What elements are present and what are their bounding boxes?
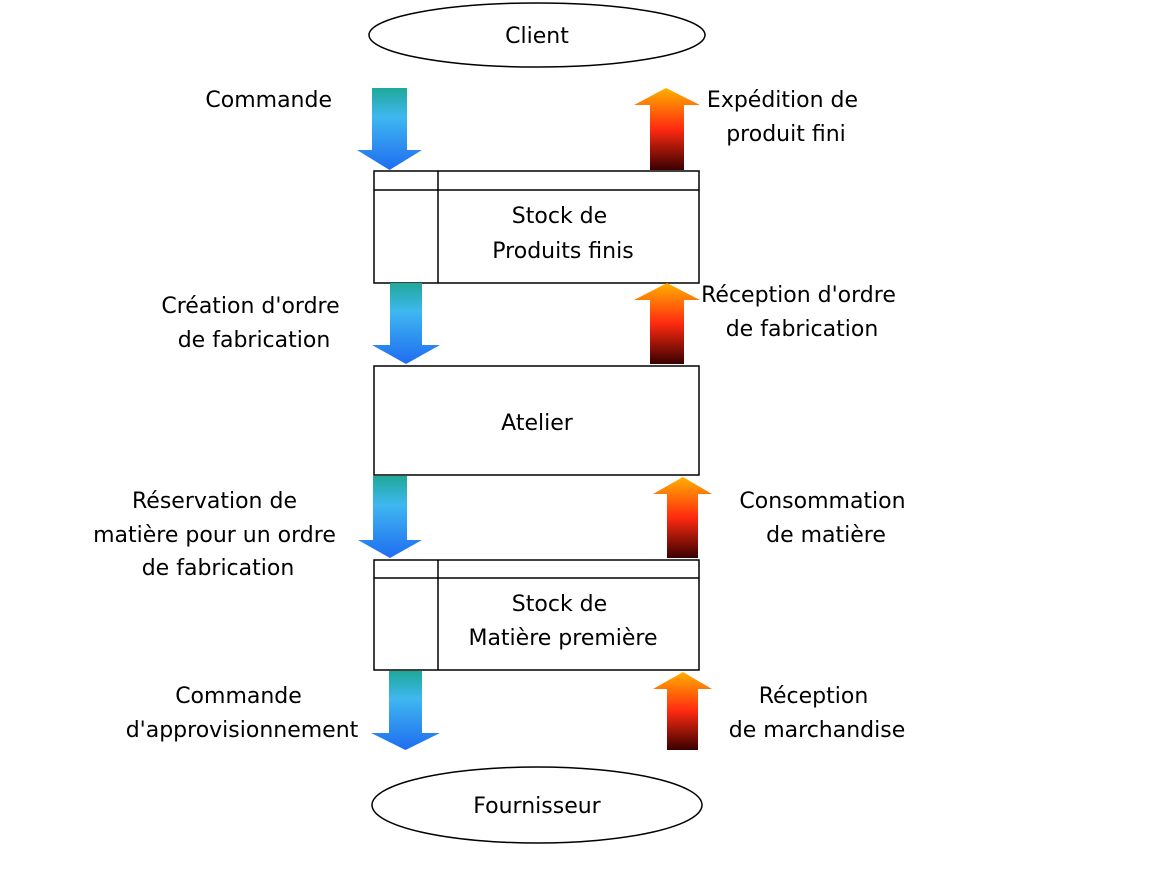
receive-mo-up-arrow	[634, 283, 700, 364]
create-mo-down-arrow	[372, 283, 440, 364]
supplier-label: Fournisseur	[473, 794, 601, 819]
raw-material-stock-node: Stock de Matière première	[373, 559, 700, 671]
purchase-order-down-arrow	[371, 671, 440, 750]
create-mo-label: Création d'ordre de fabrication	[161, 294, 346, 353]
create-mo-line-1: Création d'ordre	[161, 294, 339, 319]
shipment-line-2: produit fini	[726, 122, 846, 147]
workshop-label: Atelier	[501, 411, 574, 436]
finished-goods-stock-line-2: Produits finis	[492, 239, 633, 264]
receive-goods-line-1: Réception	[759, 684, 869, 709]
supplier-node: Fournisseur	[371, 766, 703, 844]
raw-material-stock-line-2: Matière première	[468, 626, 657, 651]
raw-material-stock-label: Stock de Matière première	[468, 592, 657, 651]
client-node: Client	[368, 2, 706, 68]
order-down-arrow	[357, 88, 422, 170]
shipment-up-arrow	[634, 88, 700, 170]
reserve-material-line-2: matière pour un ordre	[93, 523, 336, 548]
finished-goods-stock-line-1: Stock de	[512, 204, 607, 229]
receive-mo-label: Réception d'ordre de fabrication	[701, 283, 903, 342]
client-label: Client	[505, 24, 569, 49]
receive-mo-line-2: de fabrication	[726, 317, 879, 342]
purchase-order-line-1: Commande	[175, 684, 302, 709]
consume-material-line-2: de matière	[766, 523, 886, 548]
receive-goods-up-arrow	[653, 672, 712, 750]
reserve-material-line-1: Réservation de	[132, 489, 297, 514]
purchase-order-line-2: d'approvisionnement	[126, 718, 359, 743]
shipment-label: Expédition de produit fini	[707, 88, 865, 147]
raw-material-stock-line-1: Stock de	[512, 592, 607, 617]
reserve-material-label: Réservation de matière pour un ordre de …	[93, 489, 343, 581]
shipment-line-1: Expédition de	[707, 88, 858, 113]
finished-goods-stock-label: Stock de Produits finis	[492, 204, 633, 264]
workshop-node: Atelier	[373, 365, 700, 476]
purchase-order-label: Commande d'approvisionnement	[126, 684, 359, 743]
consume-material-label: Consommation de matière	[739, 489, 912, 548]
consume-material-line-1: Consommation	[739, 489, 905, 514]
receive-mo-line-1: Réception d'ordre	[701, 283, 896, 308]
reserve-material-line-3: de fabrication	[142, 556, 295, 581]
finished-goods-stock-node: Stock de Produits finis	[373, 170, 700, 284]
order-label: Commande	[205, 88, 332, 113]
receive-goods-line-2: de marchandise	[729, 718, 906, 743]
consume-material-up-arrow	[653, 477, 712, 558]
create-mo-line-2: de fabrication	[178, 328, 331, 353]
reserve-material-down-arrow	[358, 476, 422, 558]
receive-goods-label: Réception de marchandise	[729, 684, 906, 743]
